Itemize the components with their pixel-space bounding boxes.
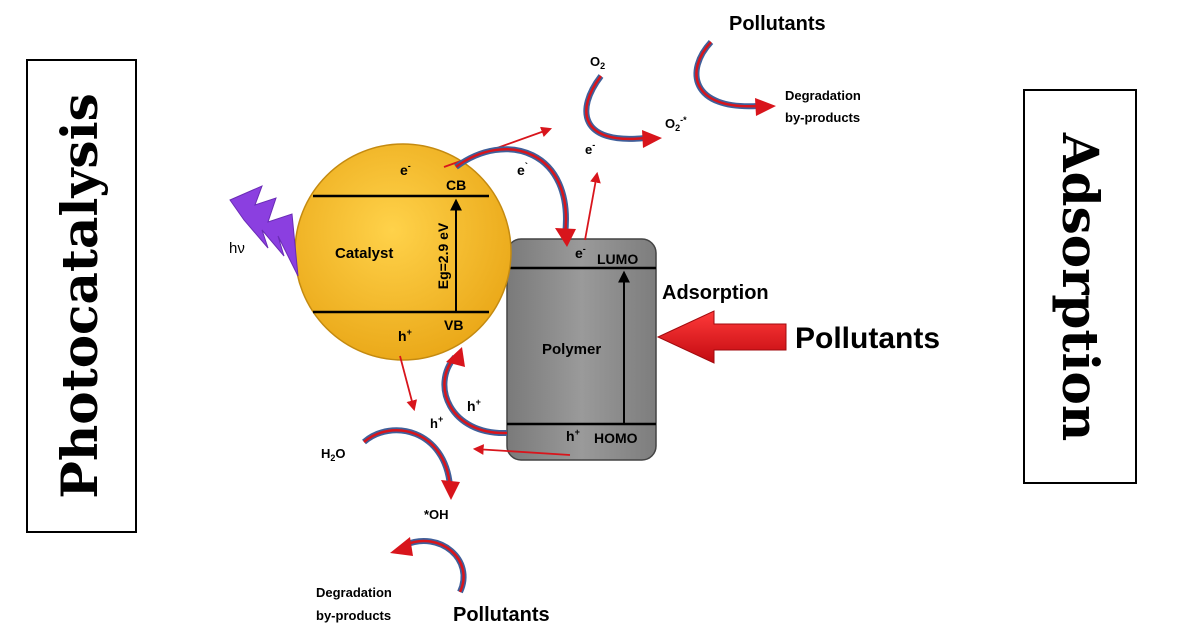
oxygen-reduction-curve <box>583 74 662 148</box>
adsorption-arrow <box>656 310 787 364</box>
lightning-icon <box>229 185 299 277</box>
oxygen-electron: e- <box>585 140 595 157</box>
polymer-electron: e- <box>575 244 586 261</box>
adsorption-title: Adsorption <box>1051 132 1110 441</box>
water-hole: h+ <box>430 414 443 431</box>
photocatalysis-frame <box>26 59 137 533</box>
light-label: hν <box>229 240 245 257</box>
catalyst-electron: e- <box>400 161 411 178</box>
vb-label: VB <box>444 317 463 333</box>
lumo-to-oxygen-arrow <box>584 171 601 241</box>
top-pollutants-label: Pollutants <box>729 13 826 35</box>
top-degradation-line1: Degradation <box>785 88 861 103</box>
catalyst-hole: h+ <box>398 327 412 344</box>
homo-to-water-arrow <box>472 444 571 456</box>
transfer-hole: h+ <box>467 397 481 414</box>
bottom-degradation-line1: Degradation <box>316 585 392 600</box>
cb-label: CB <box>446 177 466 193</box>
electron-transfer-curve <box>454 146 576 247</box>
bottom-pollutants-label: Pollutants <box>453 604 550 626</box>
top-degradation-line2: by-products <box>785 110 860 125</box>
bottom-degradation-curve <box>390 537 467 594</box>
polymer-label: Polymer <box>542 341 601 358</box>
hole-transfer-curve <box>441 347 508 437</box>
adsorption-frame <box>1023 89 1137 484</box>
adsorption-pollutants-label: Pollutants <box>795 322 940 355</box>
adsorption-label: Adsorption <box>662 282 769 304</box>
catalyst-label: Catalyst <box>335 245 393 262</box>
homo-label: HOMO <box>594 430 638 446</box>
photocatalysis-title: Photocatalysis <box>50 93 109 498</box>
oxygen-reactant: O2 <box>590 54 605 71</box>
water-oxidation-curve <box>362 427 460 500</box>
band-gap-label: Eg=2.9 eV <box>435 222 451 289</box>
water-reactant: H2O <box>321 446 346 463</box>
hydroxyl-product: *OH <box>424 507 449 522</box>
top-degradation-curve <box>693 39 776 116</box>
transfer-electron: e` <box>517 162 528 178</box>
superoxide-product: O2-* <box>665 115 687 133</box>
lumo-label: LUMO <box>597 251 638 267</box>
bottom-degradation-line2: by-products <box>316 608 391 623</box>
polymer-hole: h+ <box>566 427 580 444</box>
hole-to-water-arrow <box>399 355 418 412</box>
polymer-box <box>506 238 657 461</box>
